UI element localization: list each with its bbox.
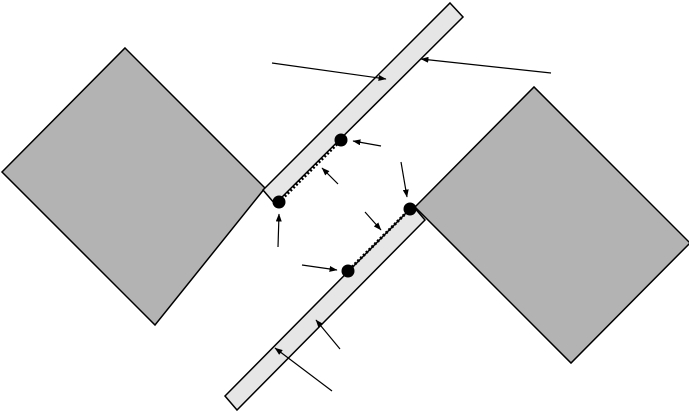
left-block xyxy=(0,46,267,327)
arrow-upper-bar-right xyxy=(420,56,552,74)
joint-lower-left xyxy=(341,264,355,278)
arrow-lower-dotted-link xyxy=(364,211,382,231)
joint-lower-right xyxy=(403,202,417,216)
arrow-joint-upper-right xyxy=(352,139,382,147)
arrow-lower-bar-lower xyxy=(274,347,333,392)
arrow-joint-lower-left xyxy=(301,264,338,272)
joint-upper-right xyxy=(334,133,348,147)
arrow-lower-bar-upper xyxy=(315,319,341,350)
lower-bar xyxy=(223,204,427,412)
arrow-joint-upper-left xyxy=(275,213,282,248)
arrow-upper-dotted-link xyxy=(321,167,339,185)
lower-dotted-link xyxy=(346,207,412,273)
upper-bar xyxy=(261,1,465,206)
upper-dotted-link xyxy=(277,138,343,204)
arrow-joint-lower-right xyxy=(400,161,409,198)
joint-upper-left xyxy=(272,195,286,209)
leader-arrows xyxy=(271,56,552,392)
right-block xyxy=(413,85,689,365)
arrow-upper-bar-left xyxy=(271,62,387,81)
